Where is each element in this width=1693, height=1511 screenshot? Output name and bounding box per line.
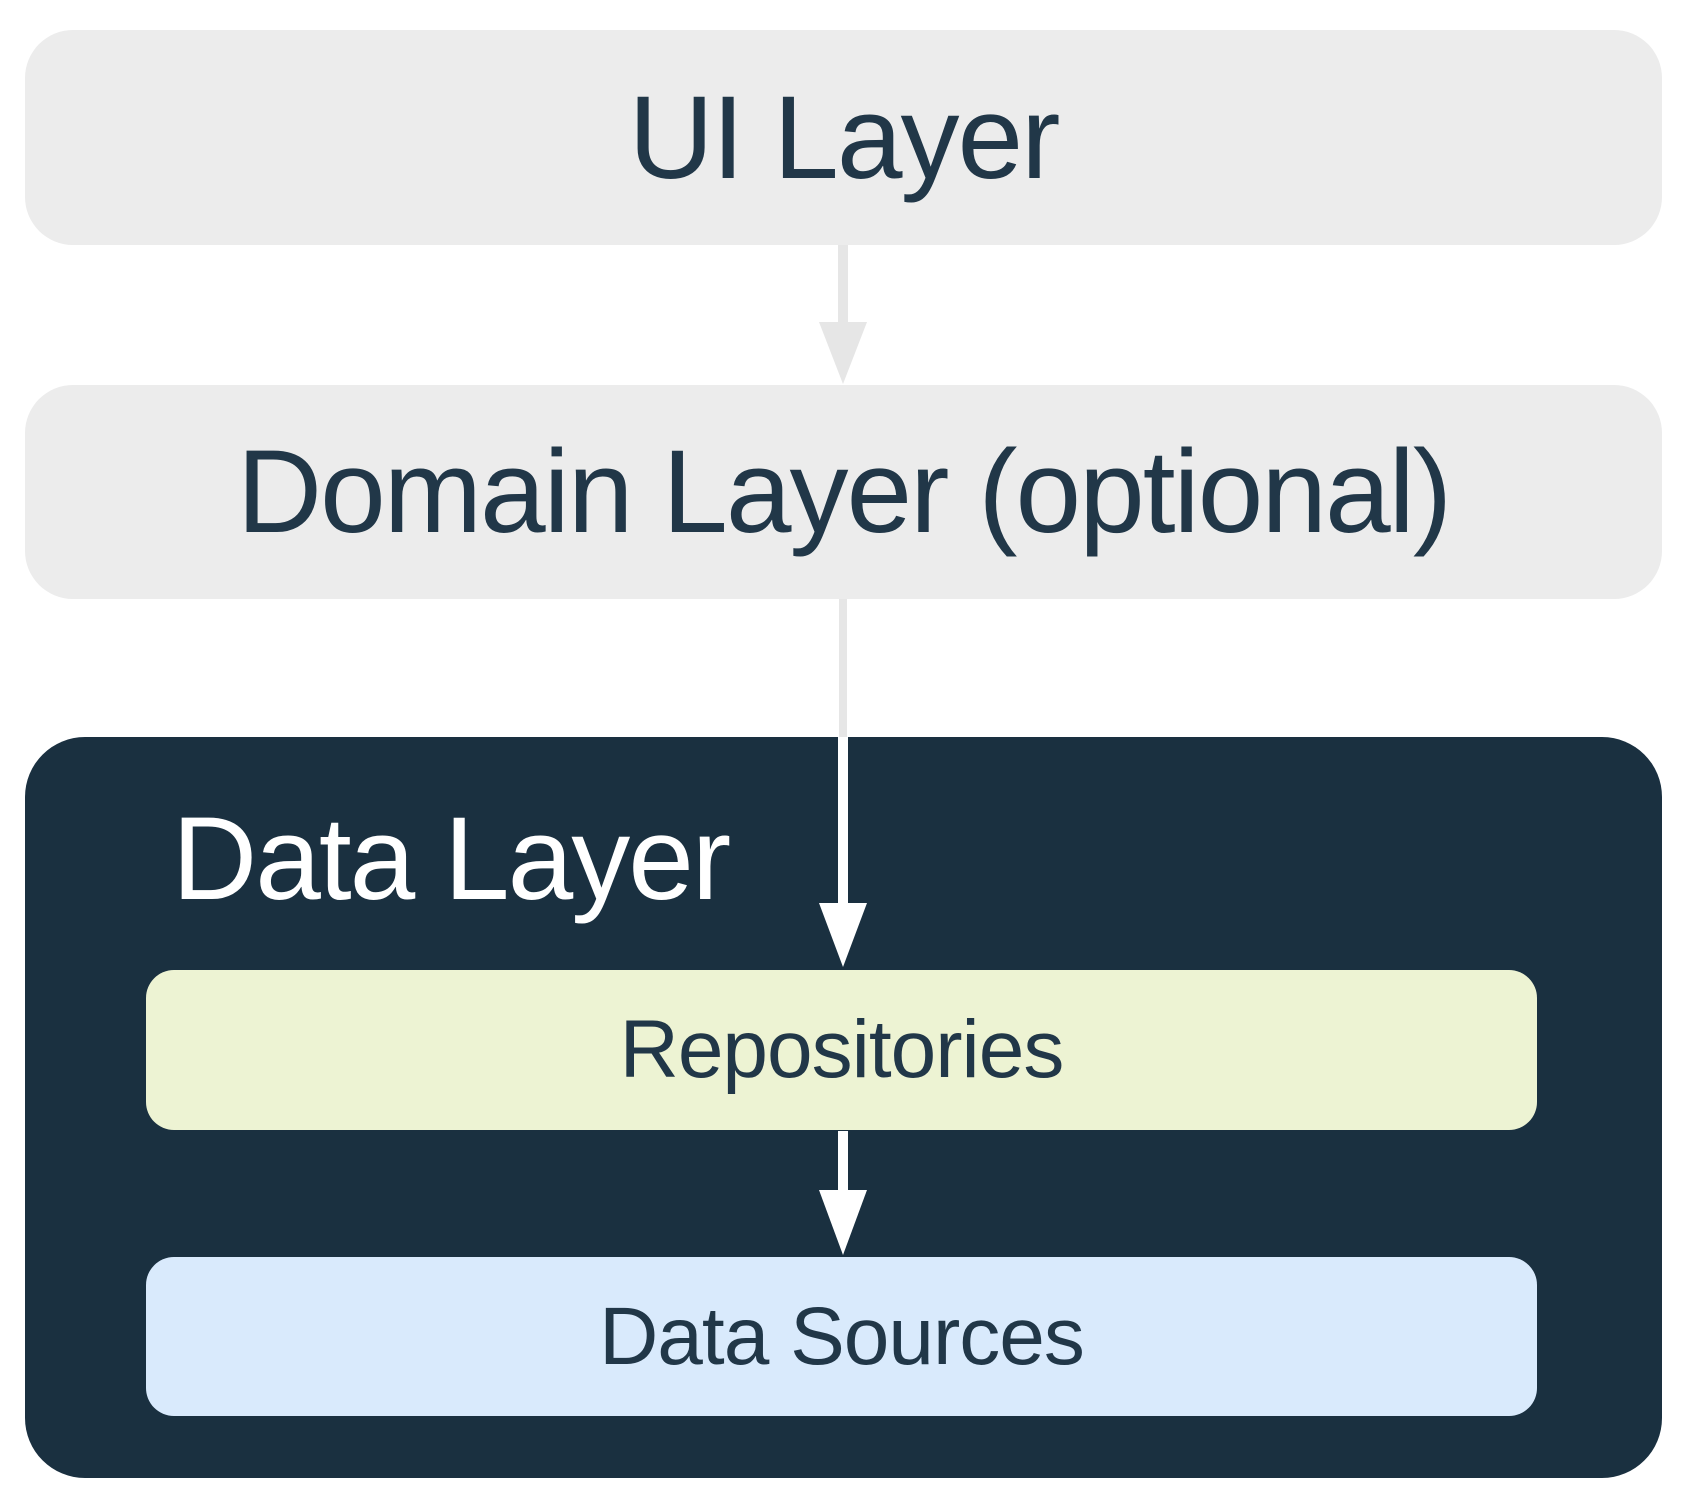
domain-layer-box: Domain Layer (optional) (25, 385, 1662, 599)
data-sources-box: Data Sources (146, 1257, 1537, 1416)
repositories-box: Repositories (146, 970, 1537, 1130)
ui-layer-box: UI Layer (25, 30, 1662, 245)
data-layer-label: Data Layer (172, 793, 731, 925)
data-sources-label: Data Sources (599, 1290, 1085, 1382)
repositories-to-data-sources-arrow-line (838, 1131, 848, 1191)
repositories-to-data-sources-arrowhead-icon (819, 1190, 867, 1255)
ui-to-domain-arrowhead-icon (819, 322, 867, 384)
ui-layer-label: UI Layer (628, 71, 1061, 204)
domain-to-repositories-arrow-line-white (838, 737, 848, 905)
domain-to-repositories-arrow-line-gray (839, 599, 847, 737)
ui-to-domain-arrow-line (838, 245, 848, 325)
repositories-label: Repositories (619, 1004, 1065, 1095)
domain-layer-label: Domain Layer (optional) (236, 426, 1452, 558)
domain-to-repositories-arrowhead-icon (819, 903, 867, 967)
